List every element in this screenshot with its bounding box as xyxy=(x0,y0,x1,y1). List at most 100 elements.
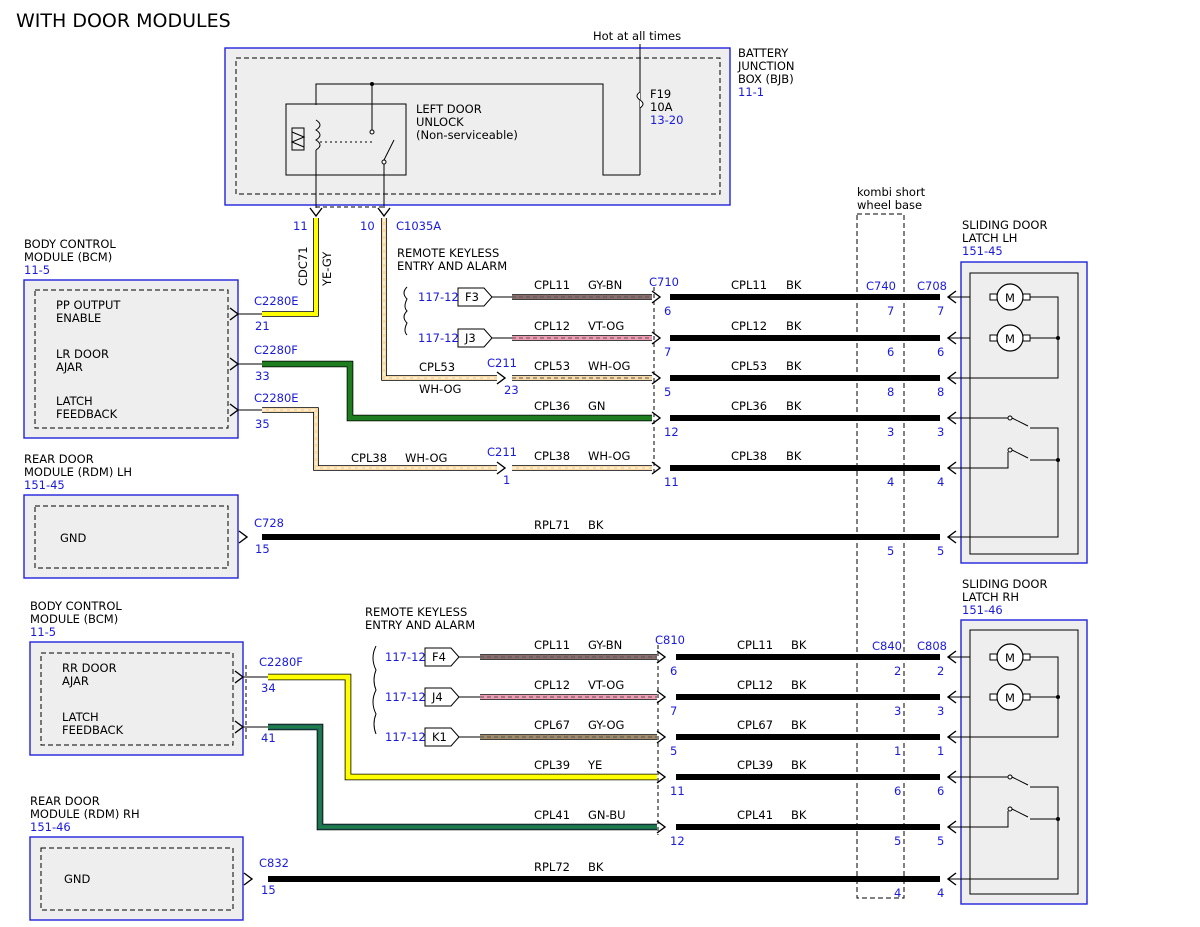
label-CPL53-bk: BK xyxy=(786,359,802,373)
pin-10: 10 xyxy=(360,219,375,233)
latch-lh: SLIDING DOOR LATCH LH 151-45 xyxy=(960,218,1088,564)
switch-arm-icon xyxy=(1011,808,1029,818)
bottom-bcm-name-1: BODY CONTROL xyxy=(30,599,122,613)
wire-cpl36-green xyxy=(262,361,652,421)
pin-c211-23: 23 xyxy=(504,383,519,397)
label-CPL38-left: CPL38 xyxy=(534,449,570,463)
latch-rh-inner xyxy=(969,629,1079,895)
label-rpl72-bk: BK xyxy=(588,860,604,874)
switch-arm-icon xyxy=(1011,449,1029,459)
conn-c2280e-b: C2280E xyxy=(254,391,299,405)
relay-label-2: UNLOCK xyxy=(416,115,464,129)
label-CPL12-color: VT-OG xyxy=(588,319,624,333)
conn-c211-b: C211 xyxy=(487,445,517,459)
bjb-inner xyxy=(235,57,721,195)
bcm-rr-door-2: AJAR xyxy=(62,674,89,688)
label-CPL67-color-b: GY-OG xyxy=(588,718,624,732)
pin-c808-4: 4 xyxy=(937,886,944,900)
pin-35: 35 xyxy=(255,417,270,431)
cpl38-left-color: WH-OG xyxy=(405,451,447,465)
conn-c2280e-a: C2280E xyxy=(254,294,299,308)
fuse-name: F19 xyxy=(650,87,671,101)
pin-c808-3: 3 xyxy=(937,704,944,718)
label-CPL39-right-b: CPL39 xyxy=(737,758,773,772)
label-CPL36-right: CPL36 xyxy=(731,399,767,413)
label-CPL11-bk-b: BK xyxy=(791,638,807,652)
bottom-bcm-box xyxy=(29,641,244,756)
wire-cpl38-left xyxy=(262,408,497,470)
pin-33: 33 xyxy=(255,369,270,383)
bottom-rdm-name-2: MODULE (RDM) RH xyxy=(30,807,140,821)
relay-feed-wire xyxy=(315,83,640,176)
top-rdm-gnd: GND xyxy=(60,531,87,545)
arrow-c211-1 xyxy=(496,461,507,475)
label-CPL41-right-b: CPL41 xyxy=(737,808,773,822)
top-rke-name-2: ENTRY AND ALARM xyxy=(397,259,507,273)
pin-c808-1: 1 xyxy=(937,744,944,758)
conn-c810: C810 xyxy=(655,633,685,647)
latch-rh-gnd xyxy=(970,786,1059,880)
label-CPL38-bk: BK xyxy=(786,449,802,463)
bottom-rke-name-2: ENTRY AND ALARM xyxy=(365,618,475,632)
top-rdm-ref: 151-45 xyxy=(24,478,65,492)
latch-rh-box xyxy=(960,619,1088,905)
diagram-title: WITH DOOR MODULES xyxy=(16,10,231,32)
pin-c710-5: 5 xyxy=(664,385,671,399)
label-rpl71-bk: BK xyxy=(588,518,604,532)
battery-junction-box: BATTERY JUNCTION BOX (BJB) 11-1 Hot at a… xyxy=(224,29,795,287)
bottom-bcm-ref: 11-5 xyxy=(30,625,56,639)
pin-c708-5: 5 xyxy=(937,544,944,558)
junction-dot xyxy=(1056,336,1060,340)
pin-c740-5: 5 xyxy=(887,544,894,558)
pin-c740-7: 7 xyxy=(887,304,894,318)
relay-coil-icon xyxy=(291,127,305,151)
kombi-short-wheel-base: kombi short wheel base xyxy=(856,185,926,899)
bcm-lr-door-1: LR DOOR xyxy=(56,347,109,361)
pin-c810-12: 12 xyxy=(670,834,685,848)
latch-lh-sw xyxy=(970,452,1009,469)
arrow-c710-6 xyxy=(651,290,662,304)
arrow-c810-5 xyxy=(656,730,667,744)
rke-terminal-f3 xyxy=(457,287,493,307)
label-CPL53-left: CPL53 xyxy=(534,359,570,373)
pin-c708-3: 3 xyxy=(937,425,944,439)
bjb-name-1: BATTERY xyxy=(738,46,789,60)
label-CPL11-right-b: CPL11 xyxy=(737,638,773,652)
switch-contact-icon xyxy=(1007,415,1013,421)
pin-c710-12: 12 xyxy=(664,425,679,439)
top-rdm-inner xyxy=(34,505,229,569)
conn-c808: C808 xyxy=(917,639,947,653)
switch-arm-icon xyxy=(1011,417,1029,427)
top-rdm-box xyxy=(23,494,239,579)
pin-c810-6: 6 xyxy=(670,664,677,678)
rke-terminal-k1-label: K1 xyxy=(432,730,447,744)
hot-label: Hot at all times xyxy=(593,29,681,43)
rke-terminal-j4 xyxy=(424,687,460,707)
pin-c810-11: 11 xyxy=(670,784,685,798)
motor-icon-shaft xyxy=(989,334,998,342)
wire-cdc71: CDC71 xyxy=(296,246,310,286)
switch-contact-icon xyxy=(1007,806,1013,812)
pin-c840-3: 3 xyxy=(894,704,901,718)
latch-lh-ref: 151-45 xyxy=(962,244,1003,258)
contact-dot xyxy=(369,129,375,135)
label-CPL12-left-b: CPL12 xyxy=(534,678,570,692)
conn-c832: C832 xyxy=(259,856,289,870)
pin-15-top: 15 xyxy=(255,542,270,556)
pin-c840-5: 5 xyxy=(894,834,901,848)
bcm-latch-fb-rh-2: FEEDBACK xyxy=(62,723,124,737)
bottom-rdm-name-1: REAR DOOR xyxy=(30,794,100,808)
label-CPL11-right: CPL11 xyxy=(731,278,767,292)
bottom-rke-name-1: REMOTE KEYLESS xyxy=(365,605,467,619)
latch-rh: SLIDING DOOR LATCH RH 151-46 xyxy=(960,577,1088,905)
rke-terminal-f4-label: F4 xyxy=(432,650,446,664)
arrow-c810-6 xyxy=(656,650,667,664)
label-CPL39-left-b: CPL39 xyxy=(534,758,570,772)
wire-ye-gy: YE-GY xyxy=(320,251,334,287)
pin-c840-2: 2 xyxy=(894,664,901,678)
rke-ref-f4: 117-12 xyxy=(385,650,426,664)
bjb-name-3: BOX (BJB) xyxy=(738,72,794,86)
bottom-rdm-box xyxy=(29,836,244,921)
bcm-lr-door-2: AJAR xyxy=(56,360,83,374)
